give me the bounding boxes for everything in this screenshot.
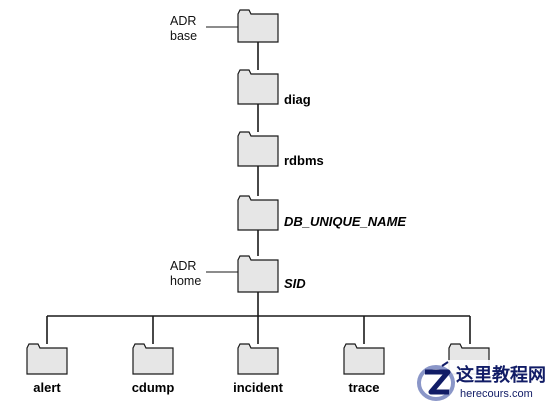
- folder-alert[interactable]: [26, 343, 68, 375]
- cdump-label: cdump: [132, 380, 175, 395]
- db-unique-name-label: DB_UNIQUE_NAME: [284, 214, 406, 229]
- alert-label: alert: [33, 380, 61, 395]
- trace-label: trace: [348, 380, 379, 395]
- adr-base-label-line1: ADR: [170, 14, 196, 28]
- trunk-connectors: [46, 42, 471, 344]
- folder-icon: [26, 343, 68, 375]
- adr-home-label-line1: ADR: [170, 259, 196, 273]
- diag-label: diag: [284, 92, 311, 107]
- folder-diag[interactable]: [237, 69, 279, 105]
- folder-sid[interactable]: [237, 255, 279, 293]
- folder-incident[interactable]: [237, 343, 279, 375]
- folder-trace[interactable]: [343, 343, 385, 375]
- watermark-cn-text: 这里教程网: [456, 364, 546, 385]
- folder-icon: [237, 131, 279, 167]
- folder-rdbms[interactable]: [237, 131, 279, 167]
- folder-adr-base[interactable]: [237, 9, 279, 43]
- folder-icon: [132, 343, 174, 375]
- folder-icon: [237, 343, 279, 375]
- watermark: 这里教程网 herecours.com: [400, 360, 554, 406]
- sid-label: SID: [284, 276, 306, 291]
- adr-home-label-line2: home: [170, 274, 201, 288]
- adr-base-label-line2: base: [170, 29, 197, 43]
- folder-icon: [237, 9, 279, 43]
- watermark-en-text: herecours.com: [460, 388, 533, 400]
- folder-icon: [237, 255, 279, 293]
- watermark-logo-icon: [417, 361, 455, 401]
- rdbms-label: rdbms: [284, 153, 324, 168]
- folder-cdump[interactable]: [132, 343, 174, 375]
- incident-label: incident: [233, 380, 284, 395]
- folder-db-unique-name[interactable]: [237, 195, 279, 231]
- folder-icon: [237, 69, 279, 105]
- folder-icon: [343, 343, 385, 375]
- folder-icon: [237, 195, 279, 231]
